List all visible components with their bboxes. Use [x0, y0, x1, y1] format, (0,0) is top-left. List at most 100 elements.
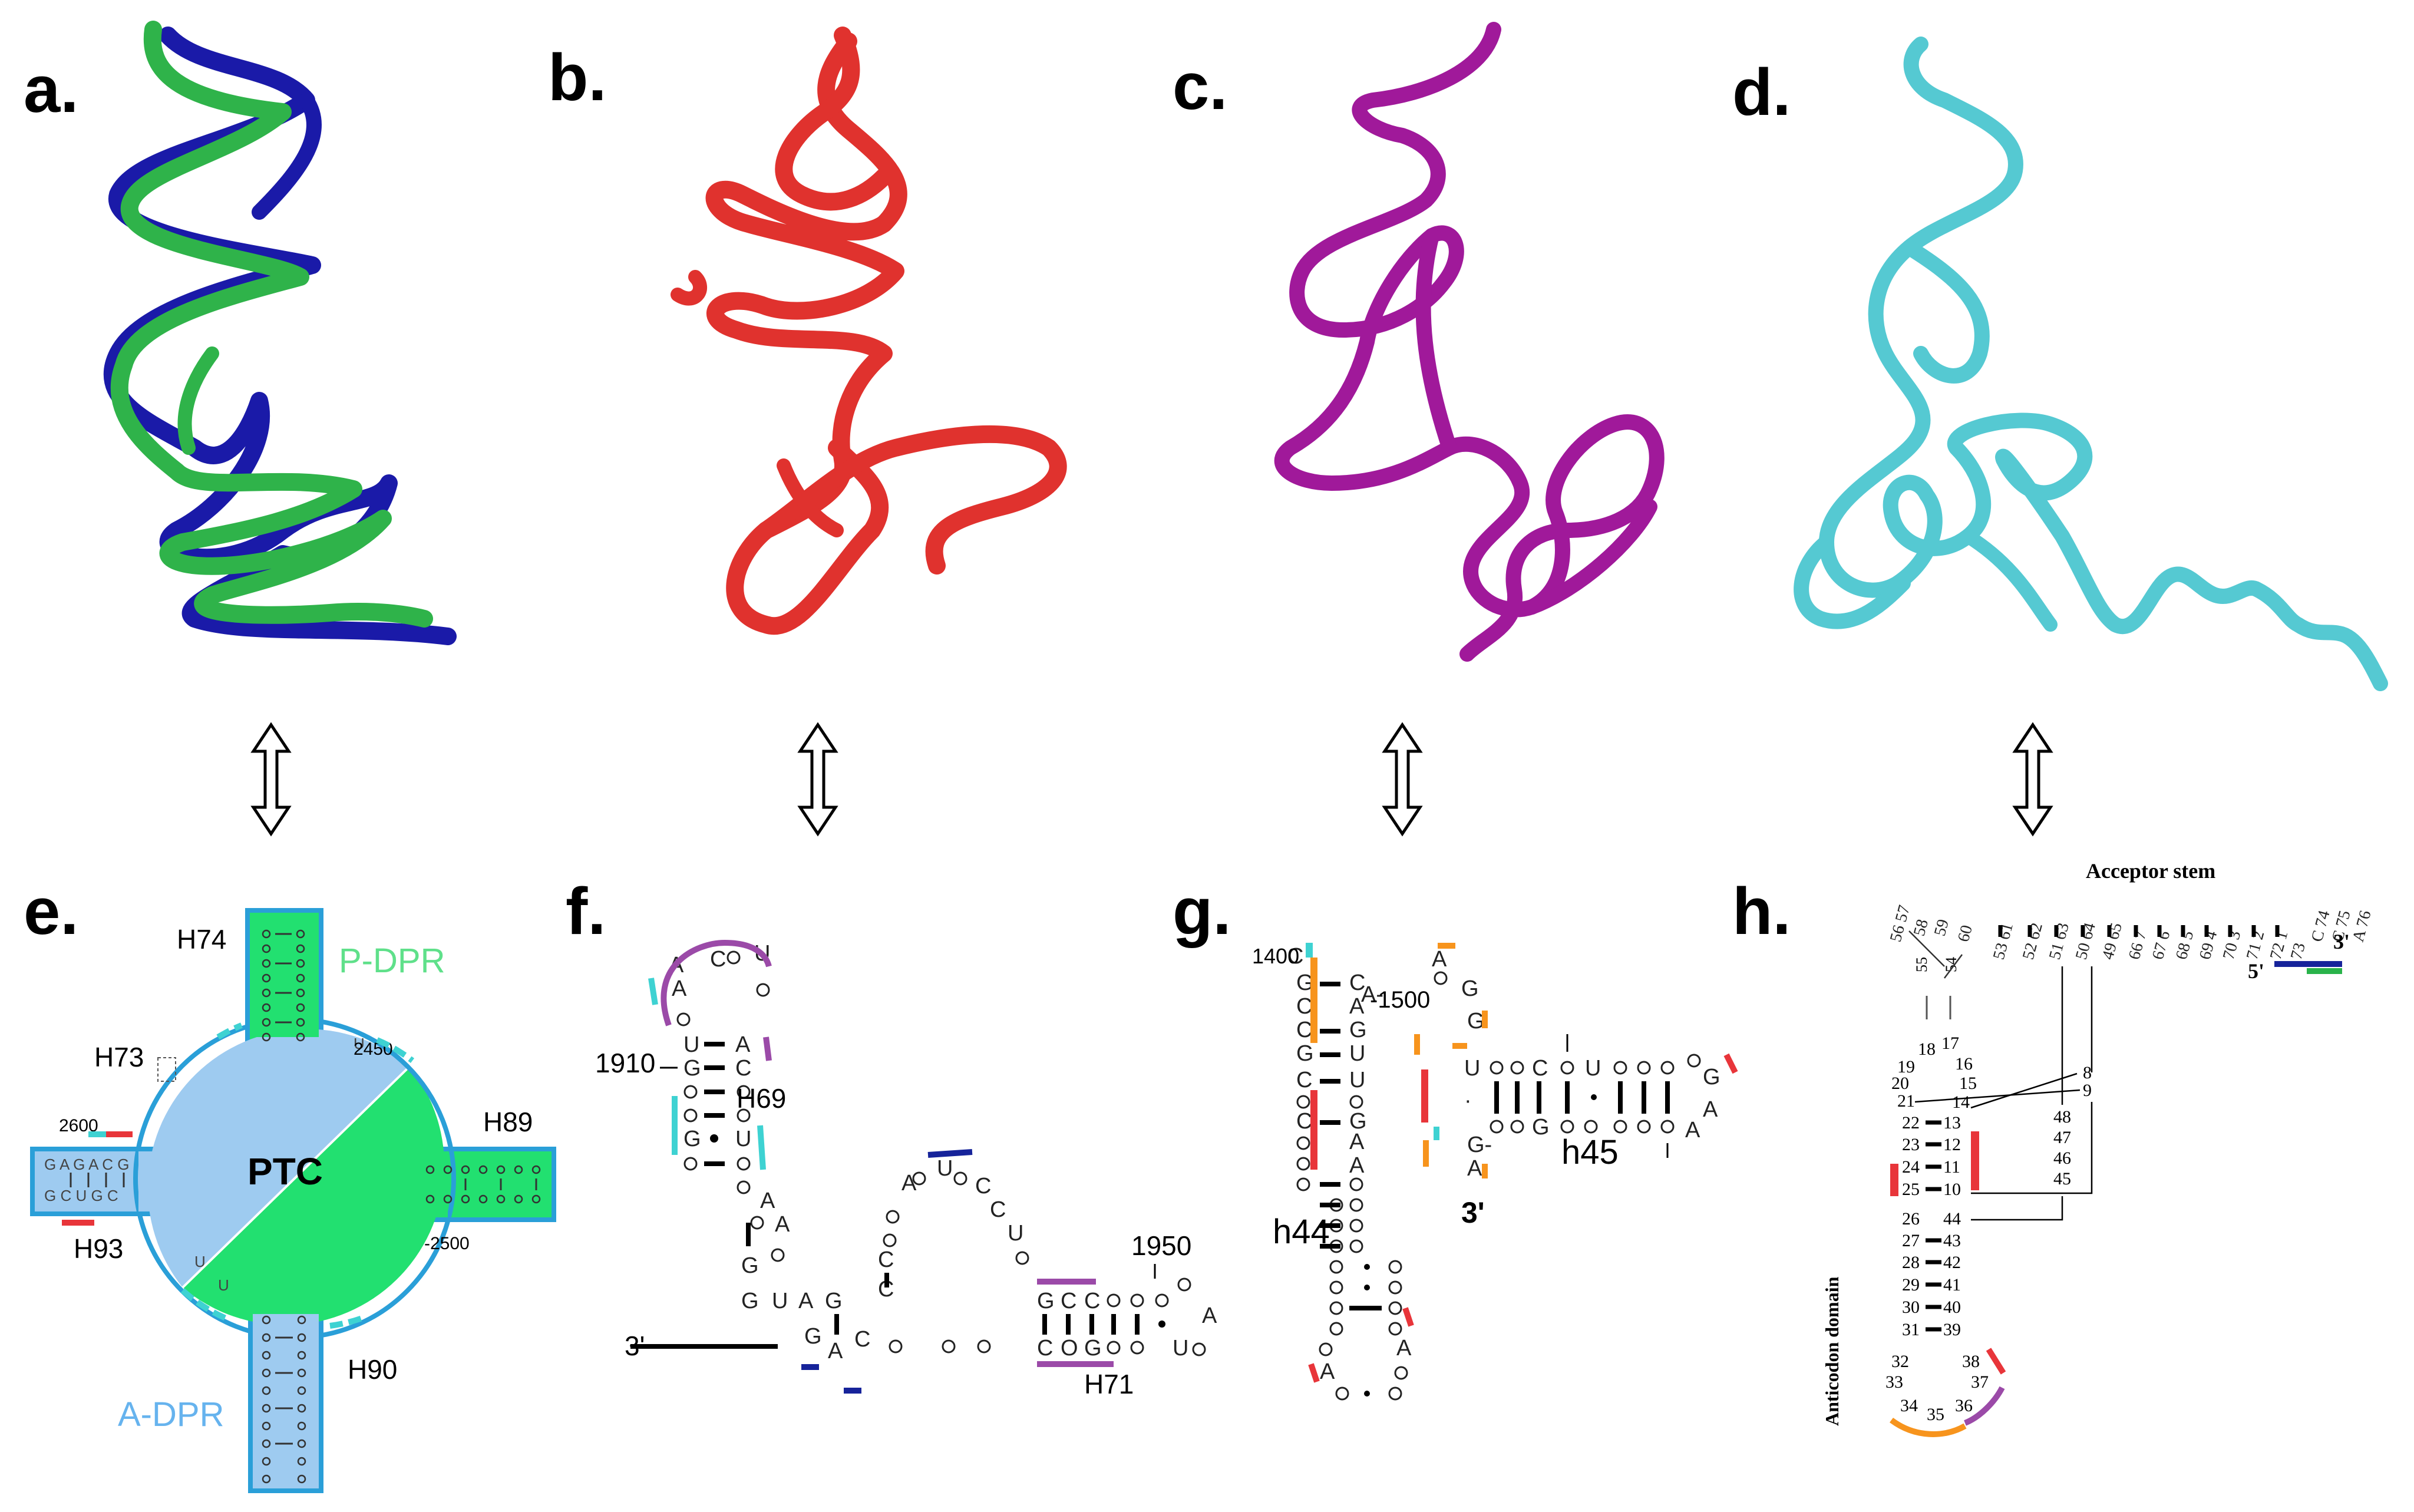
svg-text:C: C: [975, 1174, 991, 1199]
double-arrow-bf: [797, 722, 838, 837]
svg-text:38: 38: [1962, 1352, 1980, 1371]
svg-text:40: 40: [1943, 1298, 1961, 1317]
svg-text:G: G: [683, 1056, 701, 1081]
svg-text:·: ·: [1464, 1088, 1472, 1113]
svg-text:A: A: [798, 1289, 814, 1313]
svg-text:26: 26: [1902, 1209, 1920, 1229]
svg-text:29: 29: [1902, 1275, 1920, 1295]
panel-label-h: h.: [1732, 874, 1791, 948]
h93-label: H93: [74, 1233, 123, 1264]
anticodon-domain-label: Anticodon domain: [1821, 1276, 1842, 1426]
double-arrow-cg: [1382, 722, 1423, 837]
svg-text:U: U: [735, 1127, 751, 1151]
svg-text:59: 59: [1931, 917, 1953, 938]
svg-text:41: 41: [1943, 1275, 1961, 1295]
svg-text:C: C: [1061, 1289, 1076, 1313]
double-arrow-ae: [250, 722, 292, 837]
svg-text:A: A: [1432, 947, 1447, 972]
svg-text:51 63: 51 63: [2046, 921, 2073, 962]
svg-text:31: 31: [1902, 1320, 1920, 1339]
svg-text:A: A: [1202, 1303, 1217, 1328]
svg-text:21: 21: [1897, 1091, 1915, 1111]
svg-text:U: U: [683, 1032, 699, 1057]
svg-text:17: 17: [1941, 1034, 1959, 1053]
svg-text:18: 18: [1918, 1039, 1936, 1059]
svg-text:U: U: [1349, 1068, 1365, 1092]
svg-text:A: A: [735, 1032, 751, 1057]
svg-text:48: 48: [2053, 1107, 2071, 1127]
svg-text:G: G: [1467, 1009, 1485, 1034]
svg-text:60: 60: [1954, 923, 1976, 944]
svg-text:G: G: [825, 1289, 843, 1313]
h89-label: H89: [483, 1107, 533, 1137]
h73-label: H73: [94, 1042, 144, 1072]
svg-text:25: 25: [1902, 1180, 1920, 1199]
ptc-p-half: [183, 1067, 445, 1325]
n1910-label: 1910: [595, 1048, 655, 1078]
n1500-label: -1500: [1370, 987, 1430, 1013]
svg-text:U: U: [1008, 1221, 1023, 1246]
svg-text:C: C: [735, 1056, 751, 1081]
svg-text:C: C: [990, 1197, 1006, 1222]
h71-label: H71: [1084, 1369, 1134, 1399]
svg-text:10: 10: [1943, 1180, 1961, 1199]
double-arrow-dh: [2012, 722, 2053, 837]
svg-text:G C U G C: G C U G C: [44, 1187, 118, 1204]
svg-text:44: 44: [1943, 1209, 1961, 1229]
svg-text:49 65: 49 65: [2099, 921, 2126, 962]
panel-label-e: e.: [24, 874, 78, 948]
svg-text:42: 42: [1943, 1253, 1961, 1272]
svg-text:G: G: [1349, 1109, 1367, 1134]
svg-text:A: A: [828, 1339, 843, 1364]
svg-text:9: 9: [2083, 1081, 2092, 1100]
g-three-prime-label: 3': [1461, 1196, 1485, 1229]
svg-text:A: A: [1396, 1336, 1412, 1361]
svg-text:C: C: [854, 1327, 870, 1352]
svg-text:A: A: [1320, 1359, 1335, 1384]
svg-text:A: A: [760, 1189, 775, 1213]
svg-text:28: 28: [1902, 1253, 1920, 1272]
structure-c: [1274, 22, 1665, 662]
svg-text:G-: G-: [1467, 1133, 1492, 1157]
panel-label-d: d.: [1732, 55, 1791, 129]
svg-text:G: G: [1703, 1065, 1720, 1090]
svg-text:12: 12: [1943, 1135, 1961, 1154]
svg-text:43: 43: [1943, 1231, 1961, 1250]
svg-text:53 61: 53 61: [1990, 921, 2017, 962]
svg-text:C: C: [1084, 1289, 1100, 1313]
h-three-prime-label: 3': [2333, 930, 2350, 953]
svg-text:C: C: [1037, 1336, 1053, 1361]
svg-text:C: C: [1532, 1056, 1548, 1081]
svg-text:C: C: [1296, 1018, 1312, 1042]
ptc-diagram: G A G A C G G C U G C U U U PTC P-DPR A-…: [30, 908, 556, 1493]
svg-text:U: U: [354, 1035, 365, 1052]
svg-text:U: U: [1464, 1056, 1480, 1081]
svg-text:16: 16: [1955, 1054, 1973, 1074]
svg-text:45: 45: [2053, 1169, 2071, 1189]
svg-text:A-: A-: [1361, 982, 1383, 1007]
svg-text:27: 27: [1902, 1231, 1920, 1250]
svg-text:47: 47: [2053, 1128, 2071, 1147]
svg-text:A: A: [1349, 994, 1365, 1019]
svg-text:34: 34: [1900, 1396, 1918, 1415]
panel-label-a: a.: [24, 52, 78, 126]
svg-text:55: 55: [1913, 957, 1930, 972]
f-three-prime-label: 3': [625, 1331, 645, 1361]
svg-text:23: 23: [1902, 1135, 1920, 1154]
p-dpr-label: P-DPR: [339, 942, 445, 980]
svg-text:A: A: [1467, 1156, 1482, 1181]
h74-label: H74: [177, 924, 226, 955]
svg-text:U: U: [218, 1276, 229, 1294]
svg-text:O: O: [1061, 1336, 1078, 1361]
svg-text:32: 32: [1891, 1352, 1909, 1371]
svg-text:A: A: [1685, 1118, 1700, 1143]
svg-text:33: 33: [1885, 1372, 1903, 1392]
svg-text:52 62: 52 62: [2019, 921, 2046, 962]
svg-text:G: G: [804, 1324, 822, 1349]
h-five-prime-label: 5': [2248, 959, 2264, 983]
h45-label: h45: [1561, 1133, 1619, 1171]
svg-text:A: A: [672, 976, 687, 1001]
svg-text:35: 35: [1927, 1405, 1944, 1424]
svg-text:G: G: [1349, 1018, 1367, 1042]
